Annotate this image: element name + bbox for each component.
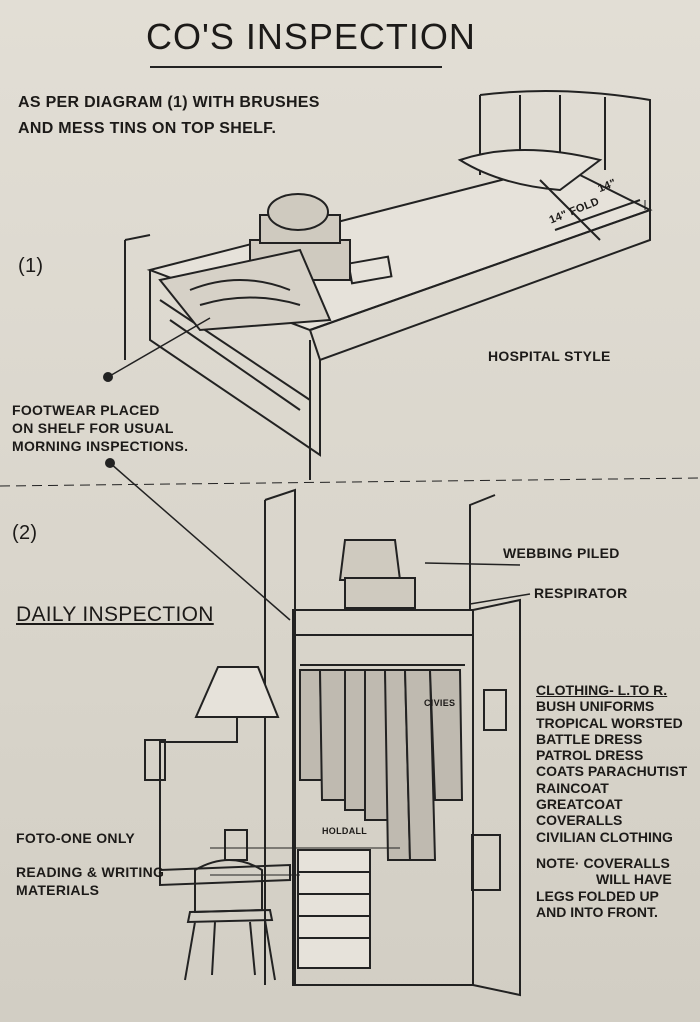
note-line: LEGS FOLDED UP — [536, 887, 659, 904]
clothing-item: TROPICAL WORSTED — [536, 714, 683, 731]
title-underline — [150, 66, 442, 68]
intro-line-1: AS PER DIAGRAM (1) WITH BRUSHES — [18, 94, 320, 111]
clothing-item: PATROL DRESS — [536, 747, 644, 764]
section-divider — [0, 477, 700, 487]
footwear-note-3: MORNING INSPECTIONS. — [12, 438, 189, 454]
footwear-note-2: ON SHELF FOR USUAL — [12, 420, 174, 436]
mess-tins-on-shelf — [158, 193, 351, 332]
respirator-label: RESPIRATOR — [534, 585, 628, 601]
clothing-item: CIVILIAN CLOTHING — [536, 828, 673, 845]
diagram-2-number: (2) — [12, 522, 38, 544]
hospital-style-label: HOSPITAL STYLE — [488, 348, 611, 364]
foto-label: FOTO-ONE ONLY — [16, 830, 136, 846]
clothing-item: BUSH UNIFORMS — [536, 698, 655, 715]
lamp-desk-chair — [144, 666, 291, 981]
intro-line-2: AND MESS TINS ON TOP SHELF. — [18, 120, 277, 137]
footwear-note-1: FOOTWEAR PLACED — [12, 402, 160, 418]
clothing-item: GREATCOAT — [536, 796, 623, 813]
clothing-item: RAINCOAT — [536, 779, 609, 796]
clothing-item: BATTLE DRESS — [536, 730, 643, 747]
clothing-list: CLOTHING- L.TO R. BUSH UNIFORMS TROPICAL… — [536, 682, 687, 920]
diagram-1-number: (1) — [18, 255, 44, 277]
note-line: NOTE· COVERALLS — [536, 854, 670, 871]
note-line: AND INTO FRONT. — [536, 903, 658, 920]
civies-label: CIVIES — [424, 698, 456, 708]
clothing-heading: CLOTHING- L.TO R. — [536, 682, 668, 698]
clothing-item: COATS PARACHUTIST — [536, 763, 688, 780]
clothing-item: COVERALLS — [536, 812, 623, 829]
daily-inspection-heading: DAILY INSPECTION — [16, 603, 214, 626]
holdall-label: HOLDALL — [322, 826, 368, 836]
reading-label-1: READING & WRITING — [16, 864, 165, 880]
note-line: WILL HAVE — [596, 871, 672, 888]
webbing-label: WEBBING PILED — [503, 545, 620, 561]
wardrobe-drawing — [264, 488, 521, 997]
reading-label-2: MATERIALS — [16, 882, 100, 898]
page-title: CO'S INSPECTION — [146, 16, 476, 57]
